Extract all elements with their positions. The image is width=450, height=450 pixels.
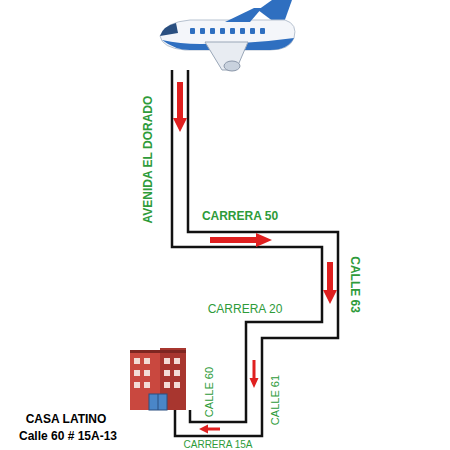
hotel-building <box>130 348 186 410</box>
street-name: CARRERA 15A <box>183 439 254 450</box>
street-name: CALLE 60 <box>203 366 215 418</box>
destination-address: Calle 60 # 15A-13 <box>18 430 118 443</box>
street-name: CALLE 63 <box>347 256 360 315</box>
street-name: CALLE 61 <box>269 374 281 426</box>
street-name: CARRERA 50 <box>201 210 279 223</box>
road-outline <box>172 70 338 436</box>
direction-arrow <box>173 82 337 434</box>
destination-name: CASA LATINO <box>25 413 108 426</box>
street-name: AVENIDA EL DORADO <box>142 95 155 225</box>
airplane-icon <box>160 0 295 71</box>
street-name: CARRERA 20 <box>207 303 284 316</box>
